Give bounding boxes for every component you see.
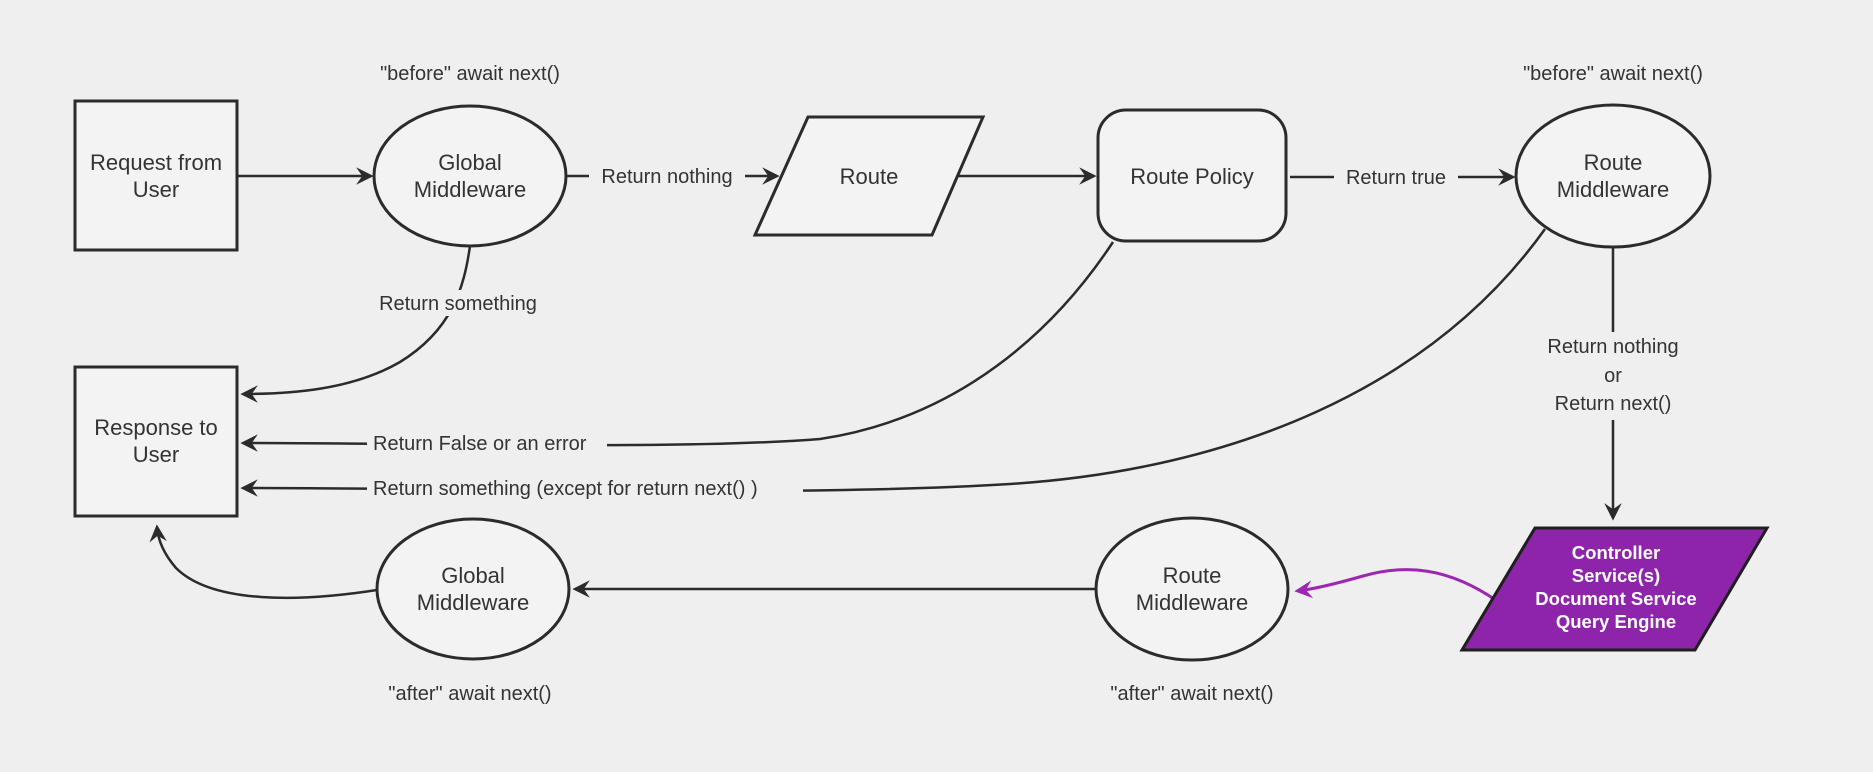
edge-label-return-nothing-or-line3: Return next() <box>1555 393 1672 415</box>
edge-labels: Return nothing Return true Return someth… <box>367 163 1689 501</box>
route-policy-node <box>1096 108 1288 243</box>
route-middleware-bottom-label-line2: Middleware <box>1136 590 1249 615</box>
route-middleware-top-label-line1: Route <box>1584 150 1643 175</box>
controller-services-node <box>1459 526 1770 652</box>
edge-route-policy-to-response <box>240 241 1115 452</box>
route-middleware-bottom-node <box>1094 516 1290 662</box>
edge-label-return-true-bg <box>1334 164 1458 190</box>
annotation-before-await-right: "before" await next() <box>1523 63 1703 85</box>
route-middleware-bottom-label-line1: Route <box>1163 563 1222 588</box>
edge-label-return-except: Return something (except for return next… <box>373 478 758 500</box>
nodes: Request from User Global Middleware Rout… <box>73 99 1770 662</box>
route-node <box>752 115 986 237</box>
controller-services-label-line2: Service(s) <box>1572 565 1660 586</box>
response-to-user-node <box>73 365 239 518</box>
edge-label-return-nothing: Return nothing <box>601 166 732 188</box>
route-label: Route <box>840 164 899 189</box>
edge-label-return-nothing-or-line2: or <box>1604 365 1622 387</box>
annotations: "before" await next() "before" await nex… <box>380 63 1703 705</box>
annotation-after-await-right: "after" await next() <box>1110 683 1273 705</box>
controller-services-label-line4: Query Engine <box>1556 611 1676 632</box>
edges <box>149 167 1622 603</box>
route-middleware-top-label-line2: Middleware <box>1557 177 1670 202</box>
edge-label-return-something-bg <box>367 290 549 316</box>
response-to-user-label-line1: Response to <box>94 415 218 440</box>
global-middleware-bottom-label-line2: Middleware <box>417 590 530 615</box>
route-policy-label: Route Policy <box>1130 164 1254 189</box>
route-middleware-top-node <box>1514 103 1712 249</box>
edge-label-return-true: Return true <box>1346 167 1446 189</box>
edge-label-return-nothing-bg <box>589 163 745 189</box>
edge-global-middleware-bottom-to-response <box>149 524 378 600</box>
request-from-user-label-line1: Request from <box>90 150 222 175</box>
edge-label-return-false: Return False or an error <box>373 433 587 455</box>
edge-label-return-except-bg <box>367 475 803 501</box>
response-to-user-label-line2: User <box>133 442 179 467</box>
controller-services-label-line1: Controller <box>1572 542 1660 563</box>
edge-label-return-false-bg <box>367 430 607 456</box>
annotation-before-await-left: "before" await next() <box>380 63 560 85</box>
global-middleware-bottom-node <box>375 517 571 661</box>
controller-services-label-line3: Document Service <box>1535 588 1696 609</box>
edge-label-return-nothing-or-bg <box>1537 332 1689 420</box>
global-middleware-top-node <box>372 104 568 248</box>
edge-label-return-nothing-or-line1: Return nothing <box>1547 336 1678 358</box>
global-middleware-top-label-line1: Global <box>438 150 502 175</box>
request-from-user-label-line2: User <box>133 177 179 202</box>
request-from-user-node <box>73 99 239 252</box>
edge-global-middleware-to-response <box>240 245 472 403</box>
edge-label-return-something: Return something <box>379 293 537 315</box>
global-middleware-top-label-line2: Middleware <box>414 177 527 202</box>
annotation-after-await-left: "after" await next() <box>388 683 551 705</box>
global-middleware-bottom-label-line1: Global <box>441 563 505 588</box>
edge-controller-to-route-middleware-bottom <box>1294 568 1498 603</box>
